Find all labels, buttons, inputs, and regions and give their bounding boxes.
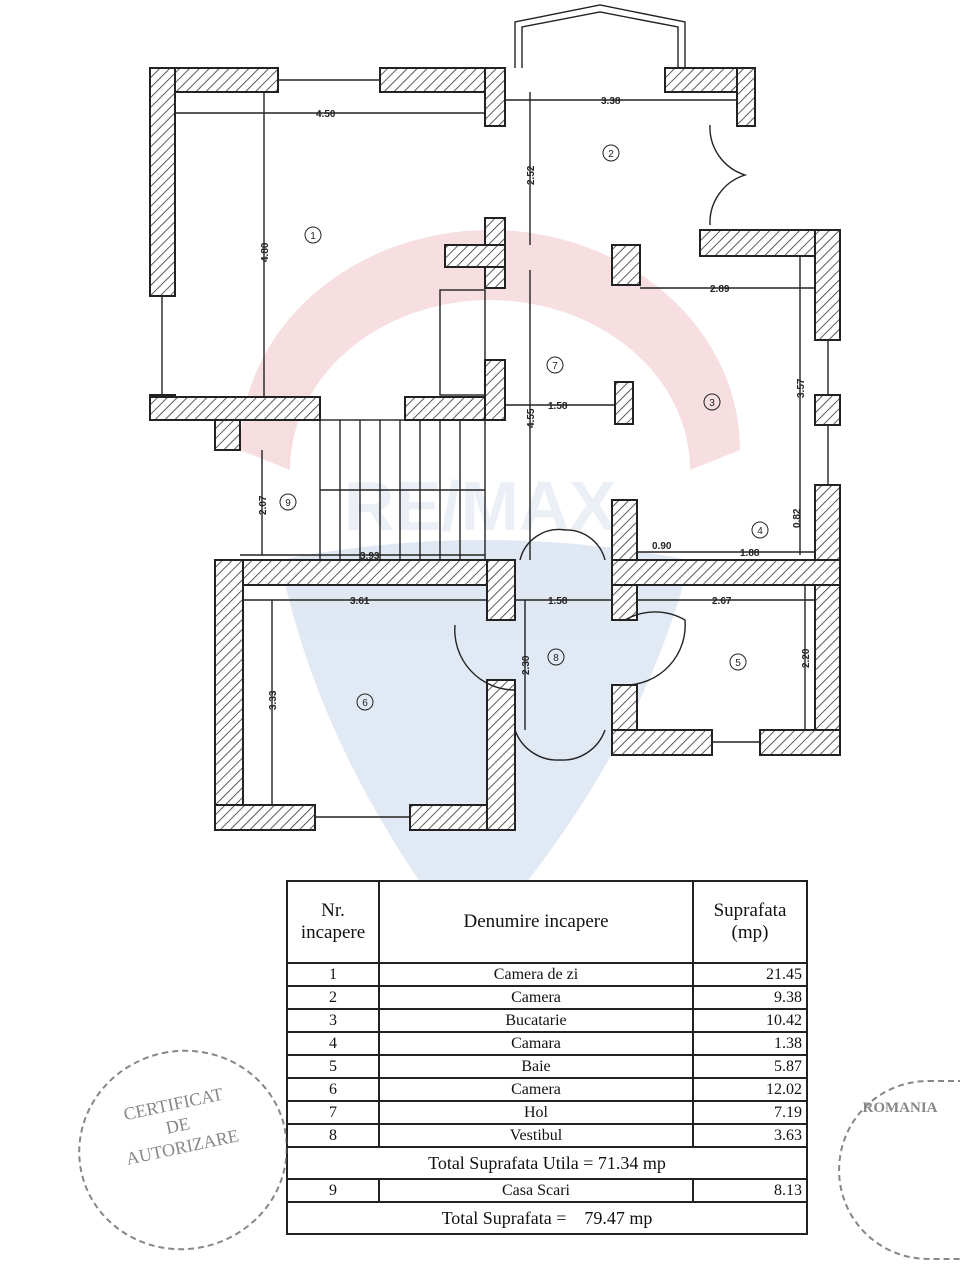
dim-label: 2.30 xyxy=(521,655,532,675)
staircase xyxy=(319,419,486,561)
cell-area: 7.19 xyxy=(692,1100,808,1125)
cell-area: 10.42 xyxy=(692,1008,808,1033)
room-number: 1 xyxy=(310,231,316,242)
dimension-labels: 4.50 3.38 2.52 4.80 2.89 3.57 1.58 4.55 … xyxy=(258,96,812,710)
floor-plan: RE/MAX xyxy=(149,4,841,880)
room-number: 3 xyxy=(709,398,715,409)
header-area: Suprafata (mp) xyxy=(692,880,808,964)
cell-name: Baie xyxy=(378,1054,694,1079)
cell-name: Hol xyxy=(378,1100,694,1125)
room-number: 8 xyxy=(553,653,559,664)
room-number: 6 xyxy=(362,698,368,709)
room-number: 2 xyxy=(608,149,614,160)
dim-label: 1.58 xyxy=(548,596,568,607)
header-nr: Nr. incapere xyxy=(286,880,380,964)
dim-label: 1.88 xyxy=(740,548,760,559)
header-name: Denumire incapere xyxy=(378,880,694,964)
total-area: Total Suprafata = 79.47 mp xyxy=(286,1201,808,1235)
table-header: Nr. incapere Denumire incapere Suprafata… xyxy=(286,880,808,964)
cell-name: Bucatarie xyxy=(378,1008,694,1033)
room-number: 9 xyxy=(285,498,291,509)
dimension-lines xyxy=(175,92,815,805)
cell-area: 12.02 xyxy=(692,1077,808,1102)
room-number-circles xyxy=(279,144,769,711)
cell-nr: 1 xyxy=(286,962,380,987)
cell-area: 5.87 xyxy=(692,1054,808,1079)
cell-area: 1.38 xyxy=(692,1031,808,1056)
dim-label: 2.89 xyxy=(710,284,730,295)
cell-name: Camera xyxy=(378,985,694,1010)
cell-nr: 9 xyxy=(286,1178,380,1203)
cell-nr: 6 xyxy=(286,1077,380,1102)
room-number: 5 xyxy=(735,658,741,669)
cell-name: Camera de zi xyxy=(378,962,694,987)
dim-label: 4.50 xyxy=(316,109,336,120)
cell-nr: 8 xyxy=(286,1123,380,1148)
dim-label: 3.57 xyxy=(796,378,807,398)
dim-label: 2.52 xyxy=(526,165,537,185)
svg-text:RE/MAX: RE/MAX xyxy=(344,467,617,545)
dim-label: 3.38 xyxy=(601,96,621,107)
total-util: Total Suprafata Utila = 71.34 mp xyxy=(286,1146,808,1180)
cell-name: Camara xyxy=(378,1031,694,1056)
official-stamp: ROMANIA xyxy=(838,1080,960,1260)
dim-label: 2.20 xyxy=(801,648,812,668)
dim-label: 4.80 xyxy=(260,242,271,262)
cell-name: Vestibul xyxy=(378,1123,694,1148)
cell-name: Camera xyxy=(378,1077,694,1102)
remax-watermark: RE/MAX xyxy=(240,230,740,880)
cell-nr: 4 xyxy=(286,1031,380,1056)
cell-area: 9.38 xyxy=(692,985,808,1010)
cell-area: 8.13 xyxy=(692,1178,808,1203)
cell-area: 3.63 xyxy=(692,1123,808,1148)
cell-nr: 2 xyxy=(286,985,380,1010)
doors xyxy=(454,124,748,761)
dim-label: 0.82 xyxy=(792,508,803,528)
dim-label: 1.58 xyxy=(548,401,568,412)
table-row: 9 Casa Scari 8.13 xyxy=(286,1178,808,1203)
dim-label: 4.55 xyxy=(526,408,537,428)
dim-label: 3.93 xyxy=(360,551,380,562)
room-number: 4 xyxy=(757,526,763,537)
room-number: 7 xyxy=(552,361,558,372)
room-area-table: Nr. incapere Denumire incapere Suprafata… xyxy=(286,880,808,1235)
dim-label: 2.07 xyxy=(258,495,269,515)
dim-label: 3.61 xyxy=(350,596,370,607)
dim-label: 3.33 xyxy=(268,690,279,710)
dim-label: 0.90 xyxy=(652,541,672,552)
cell-area: 21.45 xyxy=(692,962,808,987)
cell-nr: 5 xyxy=(286,1054,380,1079)
walls xyxy=(149,4,841,831)
dim-label: 2.67 xyxy=(712,596,732,607)
cell-nr: 7 xyxy=(286,1100,380,1125)
cell-nr: 3 xyxy=(286,1008,380,1033)
cell-name: Casa Scari xyxy=(378,1178,694,1203)
